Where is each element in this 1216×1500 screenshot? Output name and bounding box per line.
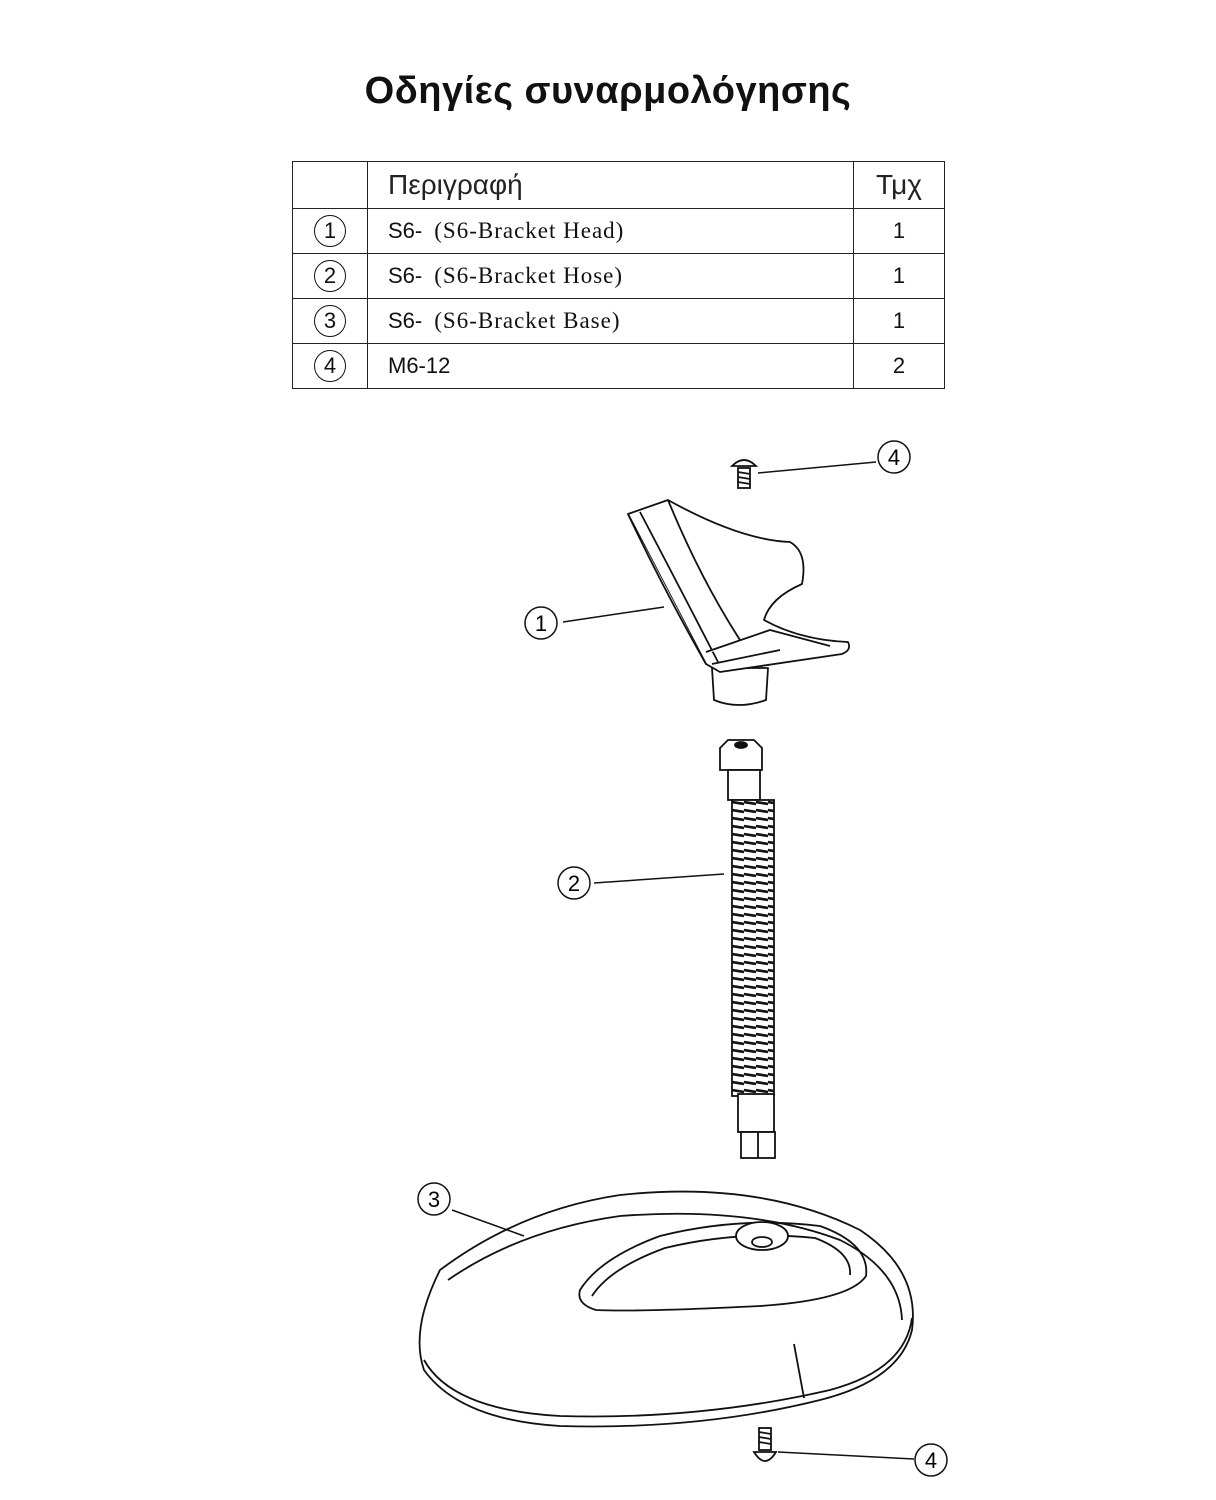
part-number-badge: 3: [314, 305, 346, 337]
screw-bottom-icon: [752, 1427, 778, 1462]
page-title: Οδηγίες συναρμολόγησης: [364, 70, 852, 112]
bracket-base-icon: [418, 1190, 914, 1428]
svg-text:3: 3: [428, 1187, 440, 1212]
part-number-badge: 2: [314, 260, 346, 292]
callout-screw-top: 4: [877, 440, 911, 474]
part-name: (S6-Bracket Base): [434, 308, 621, 333]
callout-head: 1: [524, 606, 558, 640]
callout-hose: 2: [557, 866, 591, 900]
part-name: (S6-Bracket Hose): [434, 263, 624, 288]
part-code: S6-: [388, 263, 423, 288]
table-row: 2 S6-(S6-Bracket Hose) 1: [292, 253, 945, 299]
callout-base: 3: [417, 1182, 451, 1216]
part-quantity: 1: [853, 208, 945, 254]
part-number-badge: 4: [314, 350, 346, 382]
part-code: S6-: [388, 218, 423, 243]
header-number: [292, 161, 368, 209]
svg-text:1: 1: [535, 611, 547, 636]
svg-text:4: 4: [888, 445, 900, 470]
table-row: 3 S6- (S6-Bracket Base) 1: [292, 298, 945, 344]
callout-screw-bottom: 4: [914, 1443, 948, 1477]
table-row: 4 M6-12 2: [292, 343, 945, 389]
part-code: M6-12: [388, 353, 451, 378]
svg-text:2: 2: [568, 871, 580, 896]
parts-table: Περιγραφή Τμχ 1 S6- (S6-Bracket Head) 1 2…: [292, 161, 945, 389]
bracket-head-icon: [627, 499, 851, 706]
part-quantity: 2: [853, 343, 945, 389]
part-name: (S6-Bracket Head): [434, 218, 625, 243]
table-header-row: Περιγραφή Τμχ: [292, 161, 945, 209]
svg-text:4: 4: [925, 1448, 937, 1473]
screw-top-icon: [729, 459, 759, 489]
bracket-hose-icon: [719, 739, 776, 1159]
header-quantity: Τμχ: [853, 161, 945, 209]
header-description: Περιγραφή: [367, 161, 854, 209]
part-number-badge: 1: [314, 215, 346, 247]
part-code: S6-: [388, 308, 423, 333]
part-quantity: 1: [853, 298, 945, 344]
